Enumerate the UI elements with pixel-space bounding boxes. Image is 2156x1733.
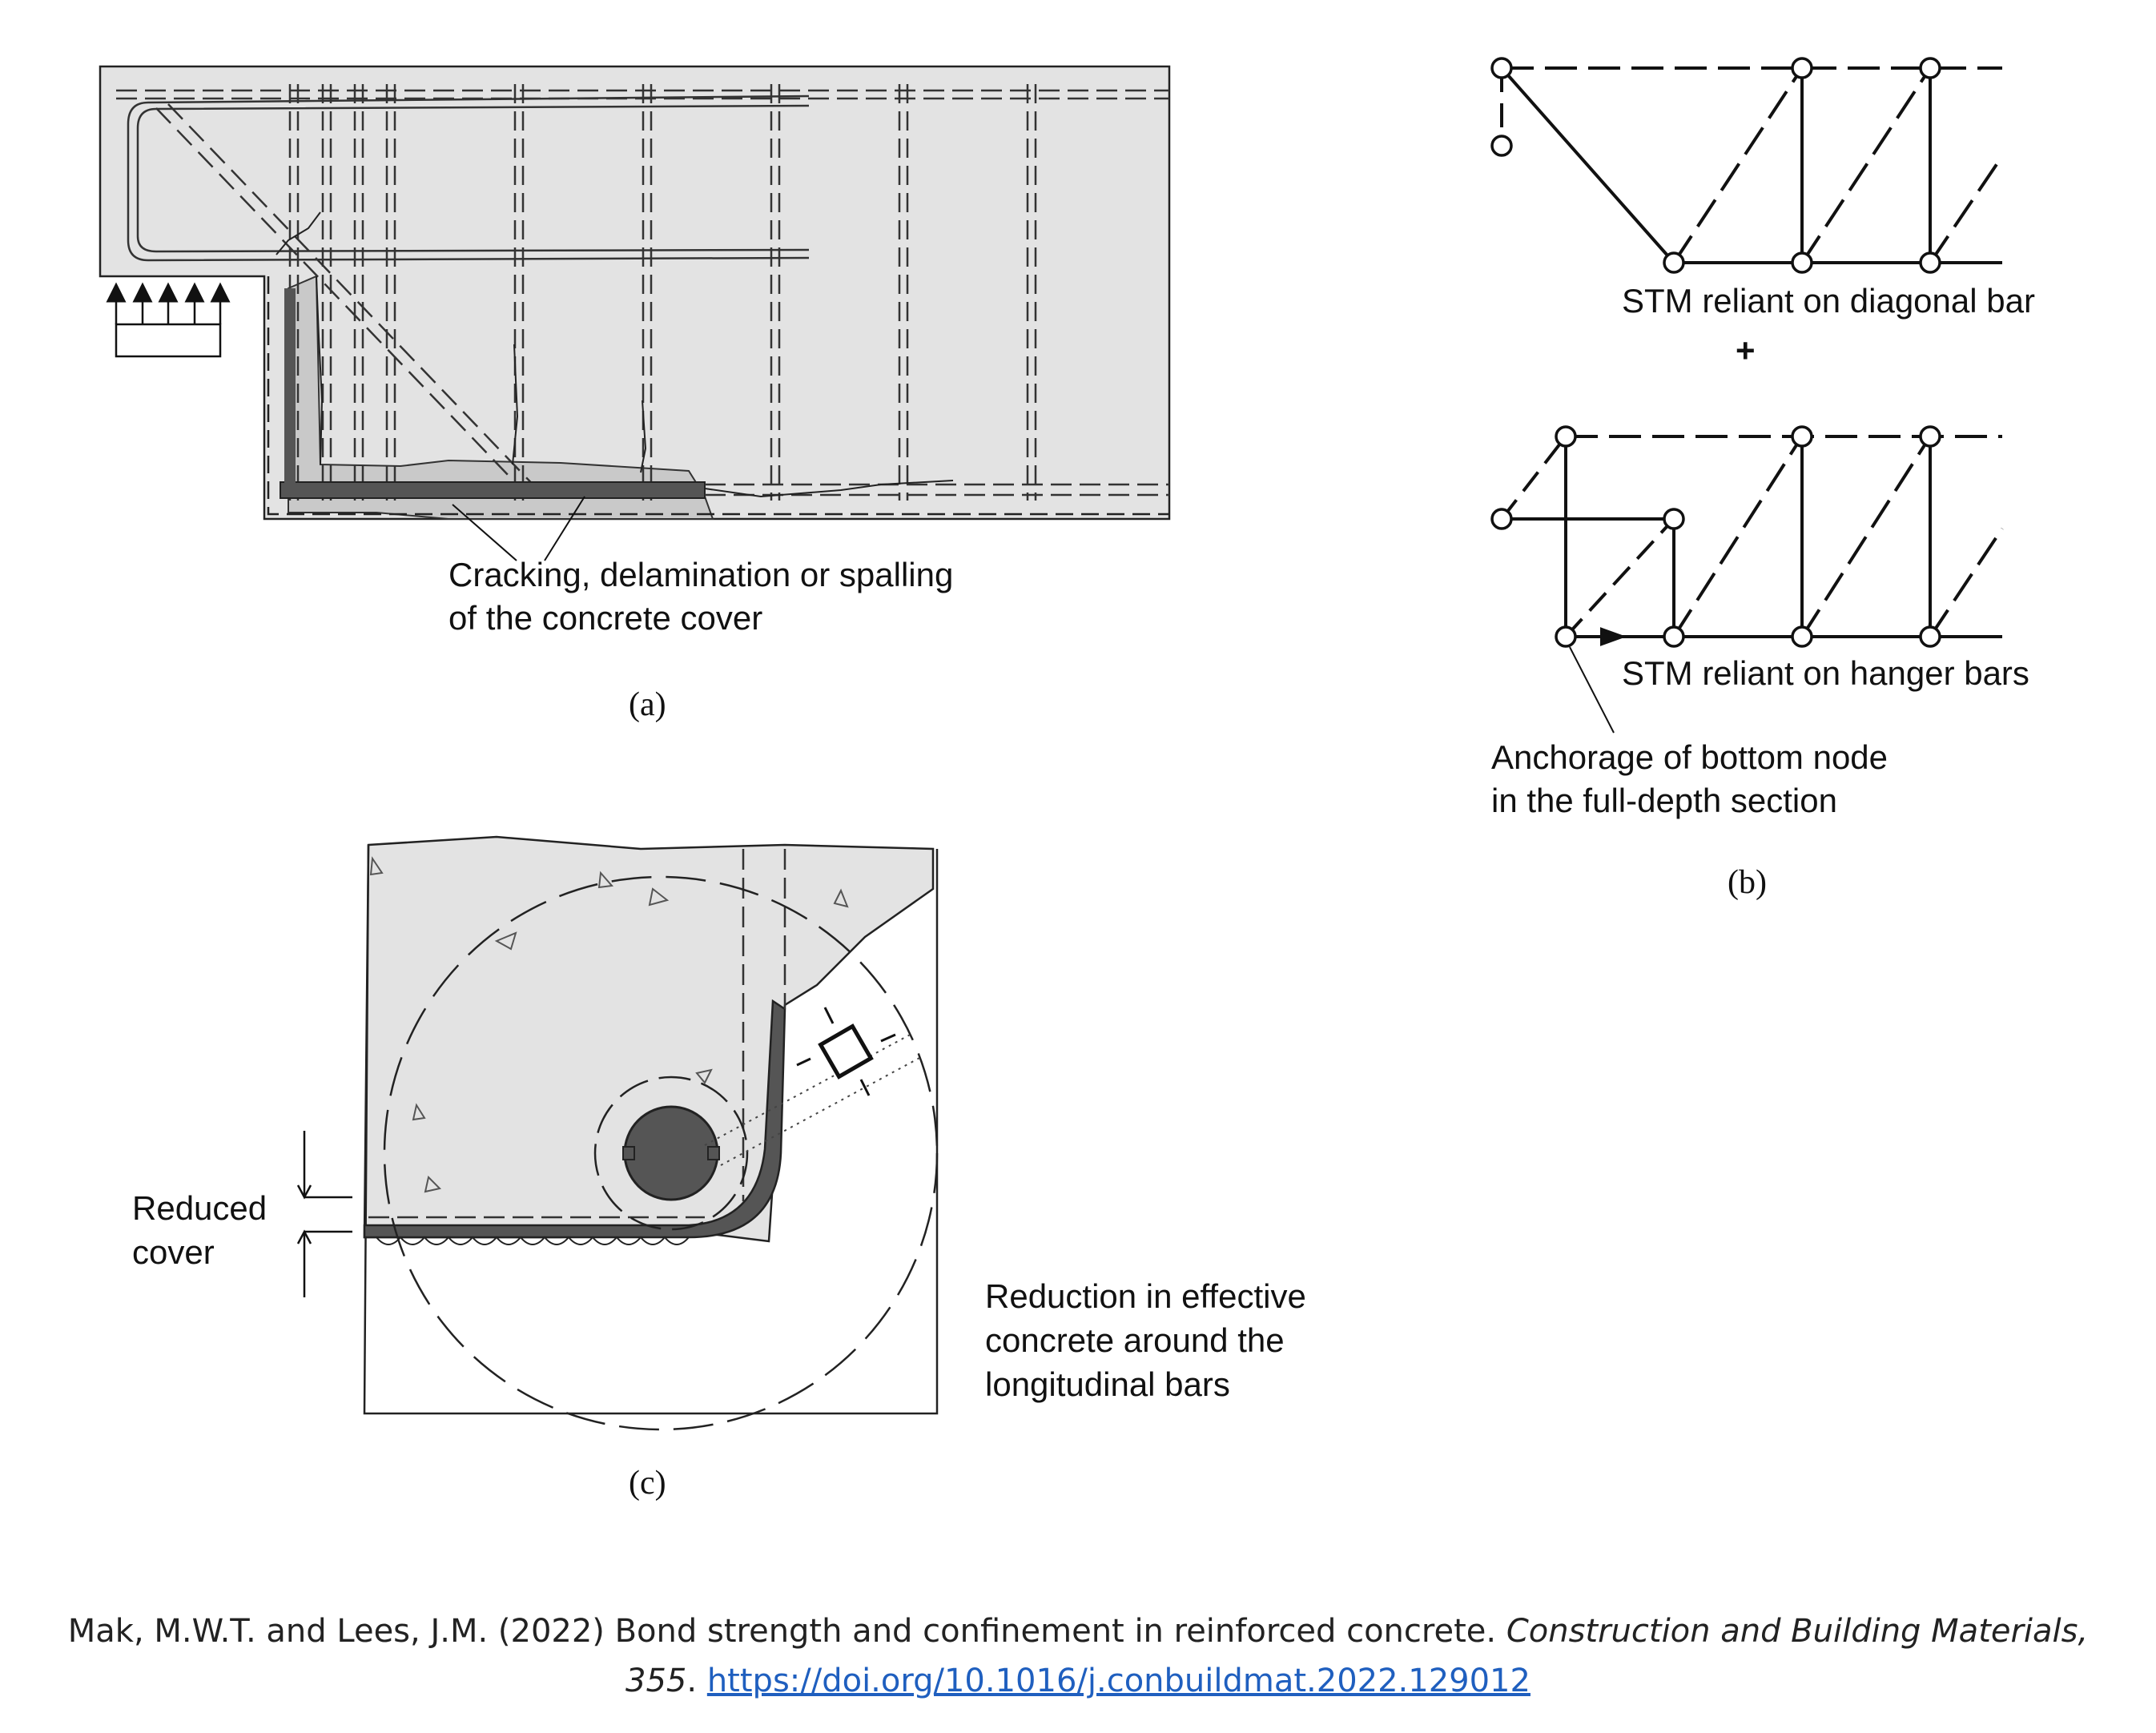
reduction-annotation-line1: Reduction in effective: [985, 1277, 1306, 1315]
bar-rib-left: [622, 1146, 635, 1160]
cracking-leader-lines: [452, 496, 585, 561]
effective-concrete-circle-large: [383, 875, 939, 1431]
stm-hanger-bars-model: [1490, 425, 2004, 648]
citation-separator: .: [686, 1663, 707, 1699]
reduced-cover-label-line1: Reduced: [132, 1189, 267, 1227]
anchorage-annotation-line2: in the full-depth section: [1491, 782, 1837, 819]
longitudinal-bar: [623, 1105, 719, 1201]
doi-link[interactable]: https://doi.org/10.1016/j.conbuildmat.20…: [706, 1663, 1531, 1699]
stirrup-corner: [363, 999, 786, 1239]
citation: Mak, M.W.T. and Lees, J.M. (2022) Bond s…: [0, 1606, 2156, 1706]
panel-b-caption: (b): [1728, 864, 1767, 901]
aggregate-markers: [369, 856, 849, 1193]
vertical-stirrups: [288, 84, 1037, 501]
crack-lines: [276, 211, 954, 498]
panel-a-beam-diagram: Cracking, delamination or spalling of th…: [99, 65, 1171, 723]
citation-authors: Mak, M.W.T. and Lees, J.M. (2022) Bond s…: [67, 1613, 1506, 1650]
citation-journal: Construction and Building Materials,: [1506, 1613, 2089, 1650]
cracking-annotation-line1: Cracking, delamination or spalling: [448, 556, 953, 593]
reduced-cover-label-line2: cover: [132, 1233, 215, 1271]
end-hanger-bar: [284, 288, 296, 489]
stirrup-vertical-leg: [368, 849, 786, 1219]
cracking-annotation-line2: of the concrete cover: [448, 599, 762, 637]
support-reaction-arrows: [106, 282, 231, 358]
anchorage-annotation-line1: Anchorage of bottom node: [1491, 738, 1888, 776]
stirrup-ribs: [376, 1236, 690, 1245]
reduction-annotation-line2: concrete around the: [985, 1321, 1285, 1359]
dapped-end-beam-body: [99, 65, 1171, 521]
effective-concrete-circle-small: [593, 1076, 749, 1231]
stm-diagonal-bar-model: [1490, 57, 2004, 274]
panel-b-strut-tie-models: STM reliant on diagonal bar +: [1490, 57, 2035, 901]
panel-c-section-detail: Reduced cover Reduction in effective con…: [132, 835, 1306, 1502]
plus-sign: +: [1736, 332, 1756, 369]
panel-a-caption: (a): [629, 686, 666, 723]
anchorage-leader-line: [1569, 646, 1615, 734]
stm-diagonal-bar-label: STM reliant on diagonal bar: [1622, 282, 2035, 320]
citation-volume: 355: [625, 1663, 687, 1699]
panel-c-caption: (c): [629, 1465, 666, 1502]
reduction-annotation-line3: longitudinal bars: [985, 1365, 1230, 1403]
reduced-cover-dimension: [296, 1131, 352, 1297]
cover-outline-dashed: [267, 276, 1169, 516]
bottom-main-bar: [280, 481, 706, 499]
stm-hanger-bars-label: STM reliant on hanger bars: [1622, 654, 2029, 692]
stress-element: [704, 1007, 922, 1166]
bar-rib-right: [707, 1146, 720, 1160]
